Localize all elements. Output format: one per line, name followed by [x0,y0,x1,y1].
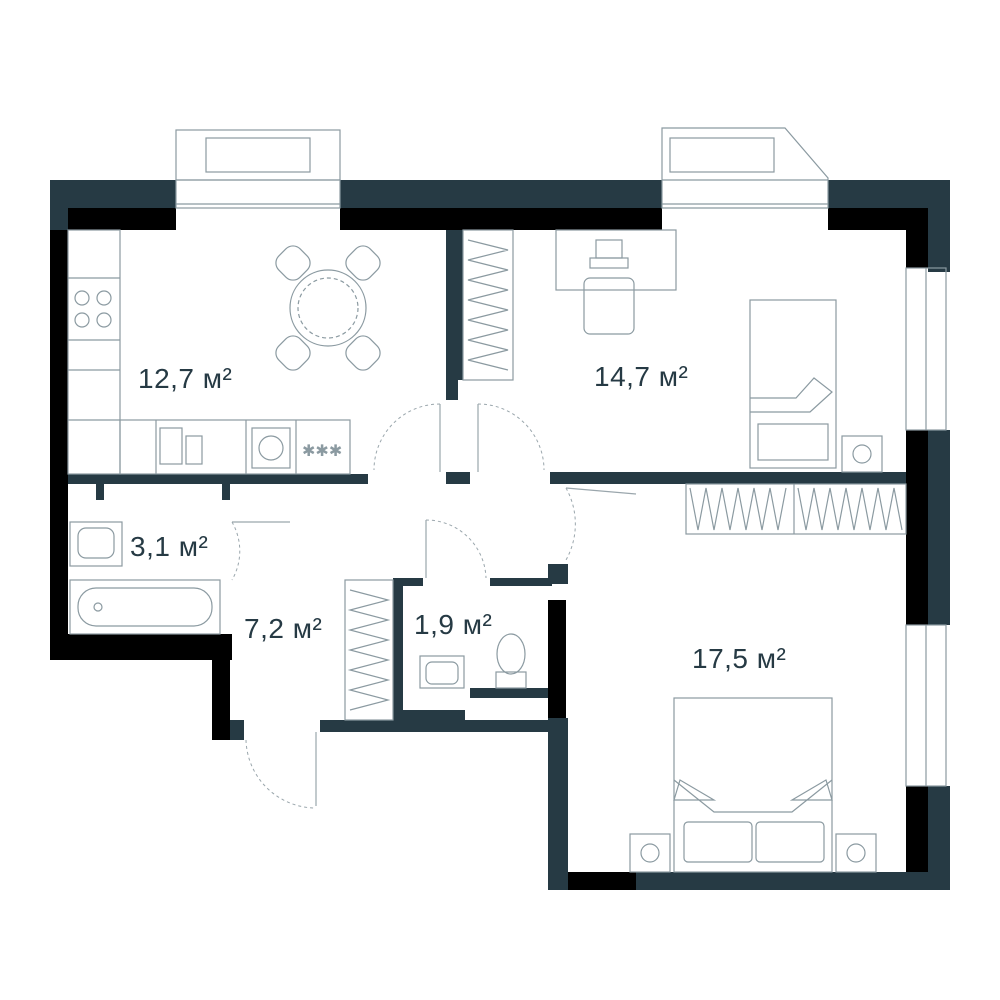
nightstand-left-icon [629,833,671,873]
wardrobe-icon [462,229,514,381]
balcony-left [175,129,341,209]
svg-text:✱✱✱: ✱✱✱ [302,441,342,460]
bed-single-icon [749,299,837,469]
room-area-hall: 7,2 м² [244,613,322,644]
desk-icon [555,229,677,335]
nightstand-right-icon [835,833,877,873]
doors [231,403,637,809]
room-area-bathroom: 3,1 м² [130,531,208,562]
bed-double-icon [673,697,833,873]
window-right-bottom [905,624,947,787]
window-right-top [905,267,947,431]
sink-icon [159,427,203,465]
wardrobe-wc-icon [344,579,394,721]
kitchen-counter [67,229,351,475]
washing-machine-icon [251,427,291,469]
wardrobe-hall-icon [685,483,907,535]
balcony-right [661,127,829,209]
nightstand-icon [841,435,883,473]
washbasin-icon [69,521,123,567]
toilet-icon [495,633,527,689]
room-area-wc: 1,9 м² [414,609,492,640]
room-area-bedroom-large: 17,5 м² [692,643,786,674]
stove-icon [74,290,112,328]
walls [50,180,950,890]
dining-table-icon [275,245,381,371]
room-area-kitchen: 12,7 м² [138,363,232,394]
room-area-bedroom-small: 14,7 м² [594,361,688,392]
hob-icon: ✱✱✱ [302,441,342,460]
bathtub-icon [69,579,221,635]
wc-sink-icon [419,655,465,689]
